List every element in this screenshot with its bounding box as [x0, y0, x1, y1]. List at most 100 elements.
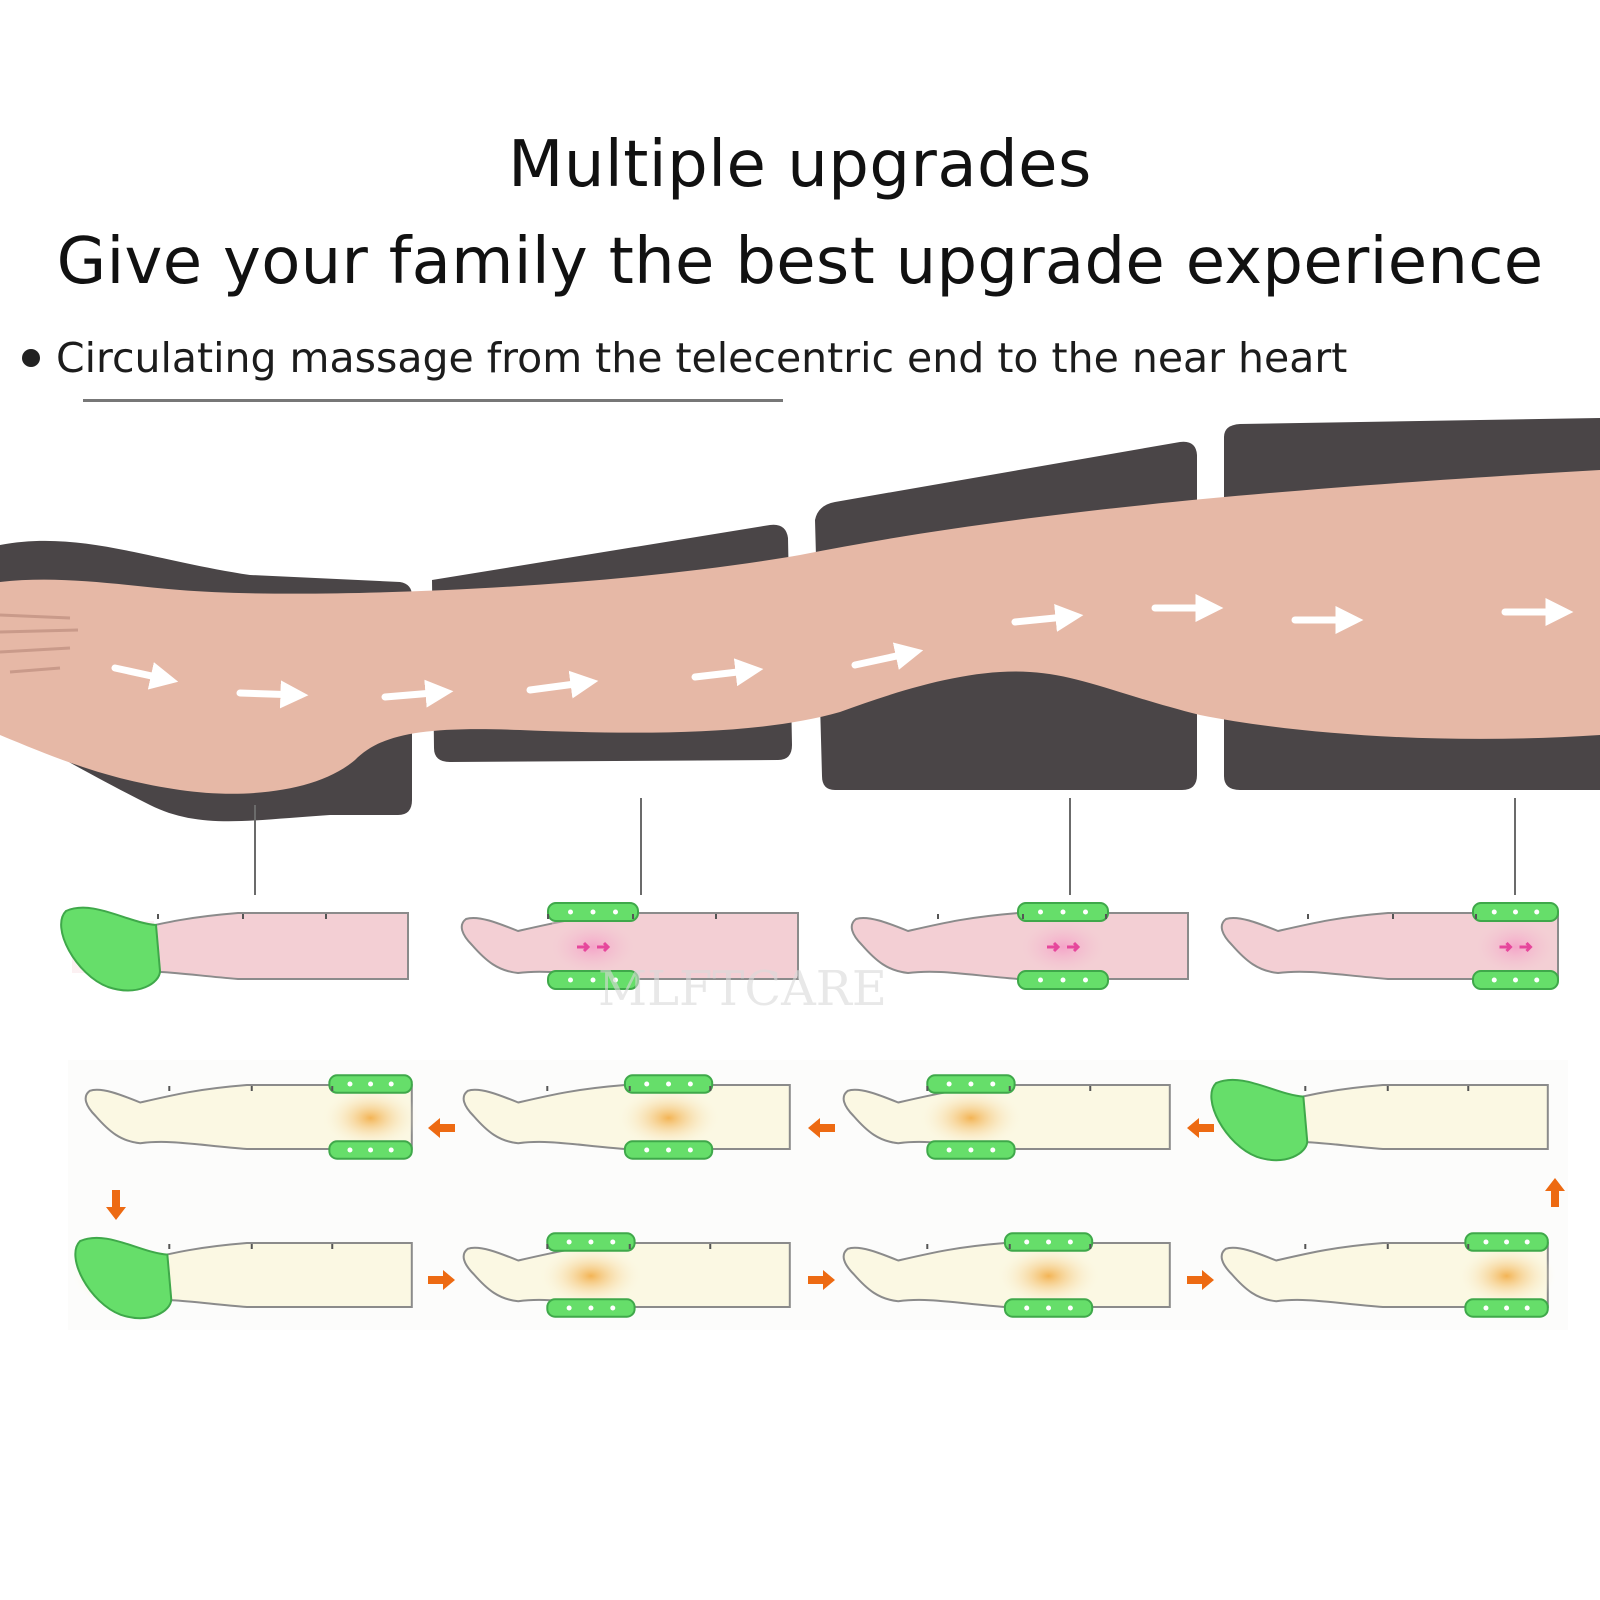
chamber-dot	[590, 977, 596, 983]
sequence-grid	[73, 1074, 1557, 1320]
chamber-dot	[1534, 909, 1540, 915]
air-chamber	[60, 906, 162, 992]
watermark: MLFTCARE	[598, 961, 887, 1017]
chamber-dot	[610, 1239, 616, 1245]
chamber-dot	[568, 977, 573, 983]
pressure-arrow-icon	[577, 941, 611, 953]
bullet-text: Circulating massage from the telecentric…	[56, 334, 1348, 382]
heat-zone	[538, 1244, 644, 1308]
pressure-row	[60, 902, 1559, 992]
arrow-right-icon	[428, 1270, 455, 1290]
chamber-dot	[388, 1081, 394, 1087]
bullet-dot-icon	[22, 349, 40, 367]
pressure-zone	[1022, 921, 1104, 973]
chamber-dot	[666, 1081, 672, 1087]
chamber-dot	[1483, 1239, 1489, 1245]
heat-zone	[918, 1086, 1024, 1150]
arrow-up-icon	[1545, 1178, 1565, 1207]
chamber-dot	[588, 1305, 594, 1311]
chamber-dot	[1038, 977, 1043, 983]
air-chamber	[74, 1236, 173, 1320]
subtitle: Give your family the best upgrade experi…	[56, 225, 1544, 299]
chamber-dot	[946, 1147, 952, 1153]
chamber-dot	[368, 1081, 374, 1087]
chamber-dot	[1483, 1305, 1489, 1311]
arrow-left-icon	[1187, 1118, 1214, 1138]
chamber-dot	[1504, 1305, 1510, 1311]
sequence-step-bottom-knee	[842, 1232, 1171, 1318]
heat-zone	[1457, 1244, 1557, 1308]
chamber-dot	[1534, 977, 1540, 983]
chamber-dot	[968, 1081, 974, 1087]
chamber-dot	[1083, 977, 1088, 983]
chamber-dot	[368, 1147, 374, 1153]
pressure-arrow-icon	[1499, 941, 1533, 953]
chamber-dot	[1513, 909, 1518, 915]
pressure-step-foot	[60, 906, 409, 992]
sequence-step-top-knee	[462, 1074, 791, 1160]
chamber-dot	[347, 1081, 353, 1087]
chamber-dot	[1060, 977, 1066, 983]
heat-zone	[321, 1086, 421, 1150]
sequence-step-bottom-thigh	[1220, 1232, 1557, 1318]
chamber-dot	[644, 1147, 650, 1153]
chamber-dot	[1491, 909, 1497, 915]
pressure-step-thigh	[1220, 902, 1559, 990]
chamber-dot	[990, 1081, 996, 1087]
chamber-dot	[590, 909, 596, 915]
chamber-dot	[1083, 909, 1088, 915]
pressure-arrow-icon	[1047, 941, 1081, 953]
air-chamber	[1210, 1078, 1309, 1162]
chamber-dot	[968, 1147, 974, 1153]
sequence-arrows	[106, 1118, 1565, 1290]
arrow-left-icon	[428, 1118, 455, 1138]
sequence-step-top-calf	[842, 1074, 1171, 1160]
circulation-arrows	[111, 594, 1574, 709]
title: Multiple upgrades	[508, 128, 1092, 202]
chamber-dot	[687, 1147, 693, 1153]
underline-divider	[83, 399, 783, 402]
chamber-dot	[347, 1147, 353, 1153]
leg-outline	[1220, 912, 1559, 980]
pressure-zone	[552, 921, 634, 973]
chamber-dot	[1524, 1239, 1530, 1245]
chamber-dot	[1524, 1305, 1530, 1311]
bullet-item: Circulating massage from the telecentric…	[22, 334, 1347, 382]
chamber-dot	[644, 1081, 650, 1087]
heat-zone	[996, 1244, 1101, 1308]
pressure-step-calf	[460, 902, 799, 990]
sequence-step-bottom-calf	[462, 1232, 791, 1318]
chamber-dot	[1046, 1239, 1052, 1245]
chamber-dot	[388, 1147, 394, 1153]
chamber-dot	[1504, 1239, 1510, 1245]
chamber-dot	[1046, 1305, 1052, 1311]
chamber-dot	[1060, 909, 1066, 915]
leg-outline	[850, 912, 1189, 980]
chamber-dot	[566, 1305, 572, 1311]
chamber-dot	[1067, 1239, 1073, 1245]
pressure-zone	[1477, 921, 1554, 973]
chamber-dot	[568, 909, 573, 915]
chamber-dot	[1024, 1239, 1030, 1245]
chamber-dot	[1491, 977, 1497, 983]
arrow-right-icon	[1187, 1270, 1214, 1290]
sequence-step-top-thigh	[84, 1074, 421, 1160]
chamber-dot	[1513, 977, 1518, 983]
arrow-left-icon	[808, 1118, 835, 1138]
arrow-down-icon	[106, 1190, 126, 1220]
chamber-dot	[1038, 909, 1043, 915]
chamber-dot	[946, 1081, 952, 1087]
chamber-dot	[613, 909, 618, 915]
chamber-dot	[588, 1239, 594, 1245]
chamber-dot	[687, 1081, 693, 1087]
sequence-step-top-foot	[1209, 1078, 1549, 1162]
chamber-dot	[1024, 1305, 1030, 1311]
chamber-dot	[1067, 1305, 1073, 1311]
chamber-dot	[990, 1147, 996, 1153]
sequence-step-bottom-foot	[73, 1236, 413, 1320]
heat-zone	[616, 1086, 721, 1150]
chamber-dot	[566, 1239, 572, 1245]
chamber-dot	[613, 977, 618, 983]
arrow-right-icon	[808, 1270, 835, 1290]
